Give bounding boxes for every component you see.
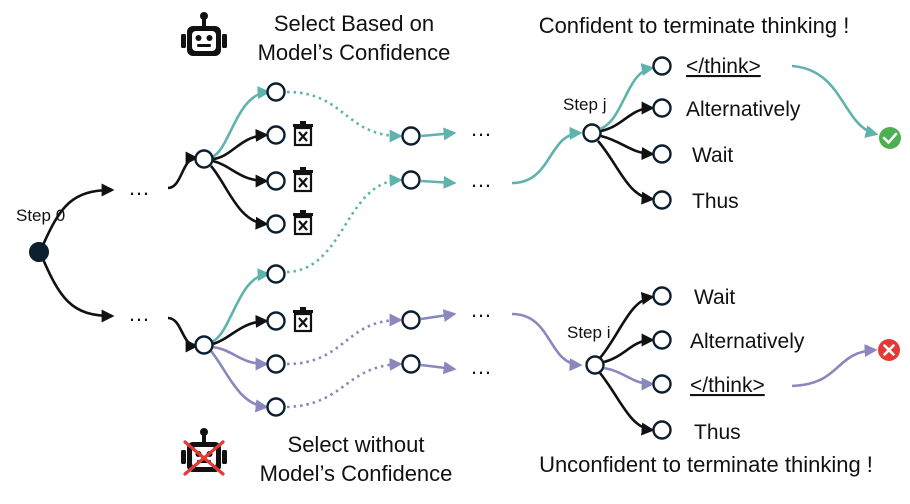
top-heading-line1: Select Based on	[274, 11, 434, 36]
trash-icon	[293, 167, 313, 193]
chain-node-b1	[401, 310, 421, 330]
edge-to-check	[791, 64, 879, 138]
lower-child-3	[266, 354, 286, 374]
chain-node-b2	[401, 354, 421, 374]
check-icon	[879, 127, 901, 149]
step-i-node	[585, 355, 605, 375]
dotted-teal-1	[286, 90, 403, 143]
trash-icon	[293, 121, 313, 147]
top-heading-line2: Model’s Confidence	[258, 40, 451, 65]
ellipsis-chain-a2: …	[470, 167, 492, 192]
lower-child-4	[266, 397, 286, 417]
trash-icon	[293, 210, 313, 236]
trash-icon	[293, 307, 313, 333]
token-node-i-2	[652, 330, 672, 350]
chain-node-a1	[401, 126, 421, 146]
bottom-right-title: Unconfident to terminate thinking !	[539, 452, 873, 477]
lower-hub-node	[194, 335, 214, 355]
upper-child-2	[266, 125, 286, 145]
root-group: Step 0 … …	[16, 151, 199, 353]
step-j-label: Step j	[563, 95, 606, 114]
edge-upper-teal	[211, 86, 271, 159]
cross-icon	[878, 339, 900, 361]
edge-j-wait	[600, 134, 655, 161]
edge-lower-purple-1	[212, 345, 269, 371]
robot-icon	[181, 12, 227, 56]
edge-root-down	[38, 251, 115, 323]
edge-chain-a2	[420, 175, 457, 189]
dotted-purple-1	[286, 313, 403, 366]
edge-root-up	[38, 183, 115, 253]
step-j-node	[582, 123, 602, 143]
token-i-think: </think>	[690, 374, 765, 397]
robot-crossed-icon	[181, 428, 227, 476]
edge-i-wait	[599, 291, 655, 359]
upper-child-1	[266, 82, 286, 102]
token-j-alternatively: Alternatively	[686, 98, 801, 121]
ellipsis-lower: …	[128, 301, 150, 326]
upper-chain: … …	[286, 90, 583, 274]
upper-child-3	[266, 171, 286, 191]
step-i-group: Step i Wait Alternatively </think> Thus	[567, 286, 900, 444]
edge-to-lower-hub	[167, 316, 199, 353]
edge-to-step-i	[511, 312, 583, 372]
ellipsis-chain-a1: …	[470, 116, 492, 141]
edge-to-step-j	[511, 126, 583, 185]
token-node-j-3	[652, 144, 672, 164]
upper-hub-node	[194, 149, 214, 169]
edge-i-thus	[598, 372, 655, 436]
ellipsis-chain-b2: …	[470, 354, 492, 379]
edge-chain-b2	[420, 361, 457, 375]
step-j-group: Step j </think> Alternatively Wait Thus	[563, 55, 901, 213]
edge-to-upper-hub	[167, 151, 199, 190]
token-node-j-1	[652, 56, 672, 76]
root-node	[29, 242, 49, 262]
step-i-label: Step i	[567, 323, 610, 342]
token-j-thus: Thus	[692, 190, 739, 213]
lower-branch	[194, 264, 313, 417]
edge-i-think	[603, 366, 655, 391]
edge-chain-b1	[420, 309, 457, 322]
edge-upper-2	[212, 128, 269, 161]
bottom-heading-line1: Select without	[288, 432, 425, 457]
ellipsis-chain-b1: …	[470, 297, 492, 322]
token-node-i-3	[652, 374, 672, 394]
top-right-title: Confident to terminate thinking !	[539, 13, 850, 38]
root-step-label: Step 0	[16, 206, 65, 225]
bottom-heading-line2: Model’s Confidence	[260, 461, 453, 486]
dotted-purple-2	[286, 357, 403, 409]
edge-upper-3	[212, 159, 269, 188]
token-i-alternatively: Alternatively	[690, 330, 805, 353]
token-node-i-1	[652, 286, 672, 306]
lower-child-2	[266, 311, 286, 331]
upper-child-4	[266, 214, 286, 234]
token-node-j-2	[652, 98, 672, 118]
edge-upper-4	[210, 165, 269, 230]
token-j-think: </think>	[686, 55, 761, 78]
edge-j-think	[599, 63, 655, 131]
lower-child-1	[266, 264, 286, 284]
ellipsis-upper: …	[128, 175, 150, 200]
edge-chain-a1	[420, 127, 457, 141]
token-i-thus: Thus	[694, 421, 741, 444]
chain-node-a2	[401, 170, 421, 190]
token-node-i-4	[652, 420, 672, 440]
edge-j-thus	[597, 140, 655, 205]
edge-lower-2	[212, 314, 269, 346]
edge-lower-teal	[211, 268, 271, 344]
edge-to-cross	[791, 344, 878, 388]
edge-i-alt	[603, 333, 655, 364]
lower-chain: … …	[286, 297, 583, 409]
token-node-j-4	[652, 190, 672, 210]
upper-branch	[194, 82, 313, 236]
token-j-wait: Wait	[692, 144, 733, 167]
edge-j-alt	[600, 101, 655, 133]
token-i-wait: Wait	[694, 286, 735, 309]
edge-lower-purple-2	[209, 350, 269, 413]
